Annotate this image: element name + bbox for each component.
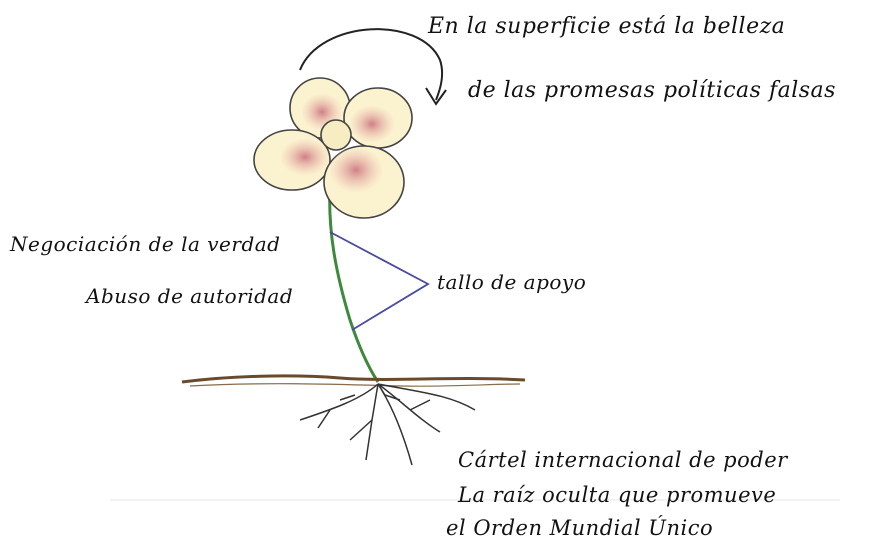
left-caption-line1: Negociación de la verdad [10,232,281,256]
support-triangle [329,231,430,331]
roots [299,383,476,466]
top-caption-line1: En la superficie está la belleza [428,14,786,39]
stem [328,184,380,383]
left-caption-line2: Abuso de autoridad [86,284,294,308]
soil-line [181,374,526,384]
root-caption-line2: La raíz oculta que promueve [458,483,777,507]
root-caption-line3: el Orden Mundial Único [446,516,714,540]
flower-center [320,119,352,151]
flower [253,77,413,219]
root-caption-line1: Cártel internacional de poder [458,448,788,472]
top-caption-line2: de las promesas políticas falsas [468,78,836,103]
curved-arrow [299,28,447,106]
stem-caption: tallo de apoyo [437,270,587,294]
